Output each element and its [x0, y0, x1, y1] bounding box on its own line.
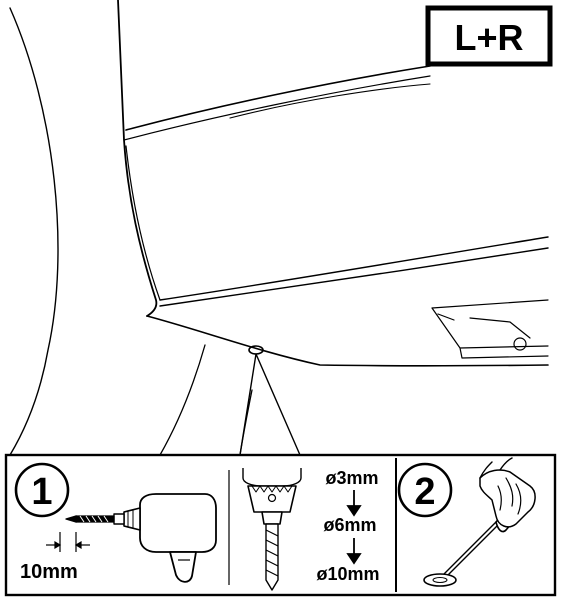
- step-1-number-circle: [14, 462, 70, 518]
- step-1: 1 10mm: [14, 462, 217, 583]
- body-character-line: [125, 65, 431, 131]
- detail-panel-frame: [4, 453, 557, 597]
- side-badge-text: L+R: [454, 17, 523, 58]
- screwdriver-hand-icon: [423, 457, 536, 587]
- drill-icon: [65, 493, 217, 583]
- detail-panel: [4, 453, 557, 597]
- inner-arch-edge: [125, 145, 161, 301]
- side-badge: L+R: [425, 5, 553, 67]
- body-character-line-2: [123, 75, 431, 141]
- sill-line-upper: [159, 236, 549, 301]
- car-body-illustration: [9, 0, 549, 456]
- wheel-arch-edge: [117, 0, 158, 317]
- step-2: 2: [397, 457, 536, 587]
- drill-size-1: ø3mm: [325, 468, 378, 488]
- sill-line-mid: [159, 247, 549, 307]
- bracket-hole: [513, 337, 527, 351]
- side-badge-frame: [425, 5, 553, 67]
- drill-size-3: ø10mm: [316, 564, 379, 584]
- arrow-down-icon: [346, 490, 362, 517]
- step-1-number: 1: [31, 471, 52, 513]
- step-2-number: 2: [414, 471, 435, 513]
- drill-size-2: ø6mm: [323, 515, 376, 535]
- drill-bit-sequence: ø3mm ø6mm ø10mm: [242, 468, 380, 591]
- callout-lines: [239, 353, 301, 456]
- drill-chuck-icon: [242, 468, 302, 591]
- splash-guard-left: [159, 344, 206, 456]
- tyre-outline: [9, 7, 59, 456]
- step-2-number-circle: [397, 462, 453, 518]
- depth-dimension-label: 10mm: [20, 561, 78, 583]
- door-highlight: [229, 83, 431, 119]
- underbody-edge: [146, 315, 549, 367]
- mounting-bracket: [431, 299, 549, 359]
- depth-dimension: [46, 532, 90, 552]
- arrow-down-icon: [346, 538, 362, 565]
